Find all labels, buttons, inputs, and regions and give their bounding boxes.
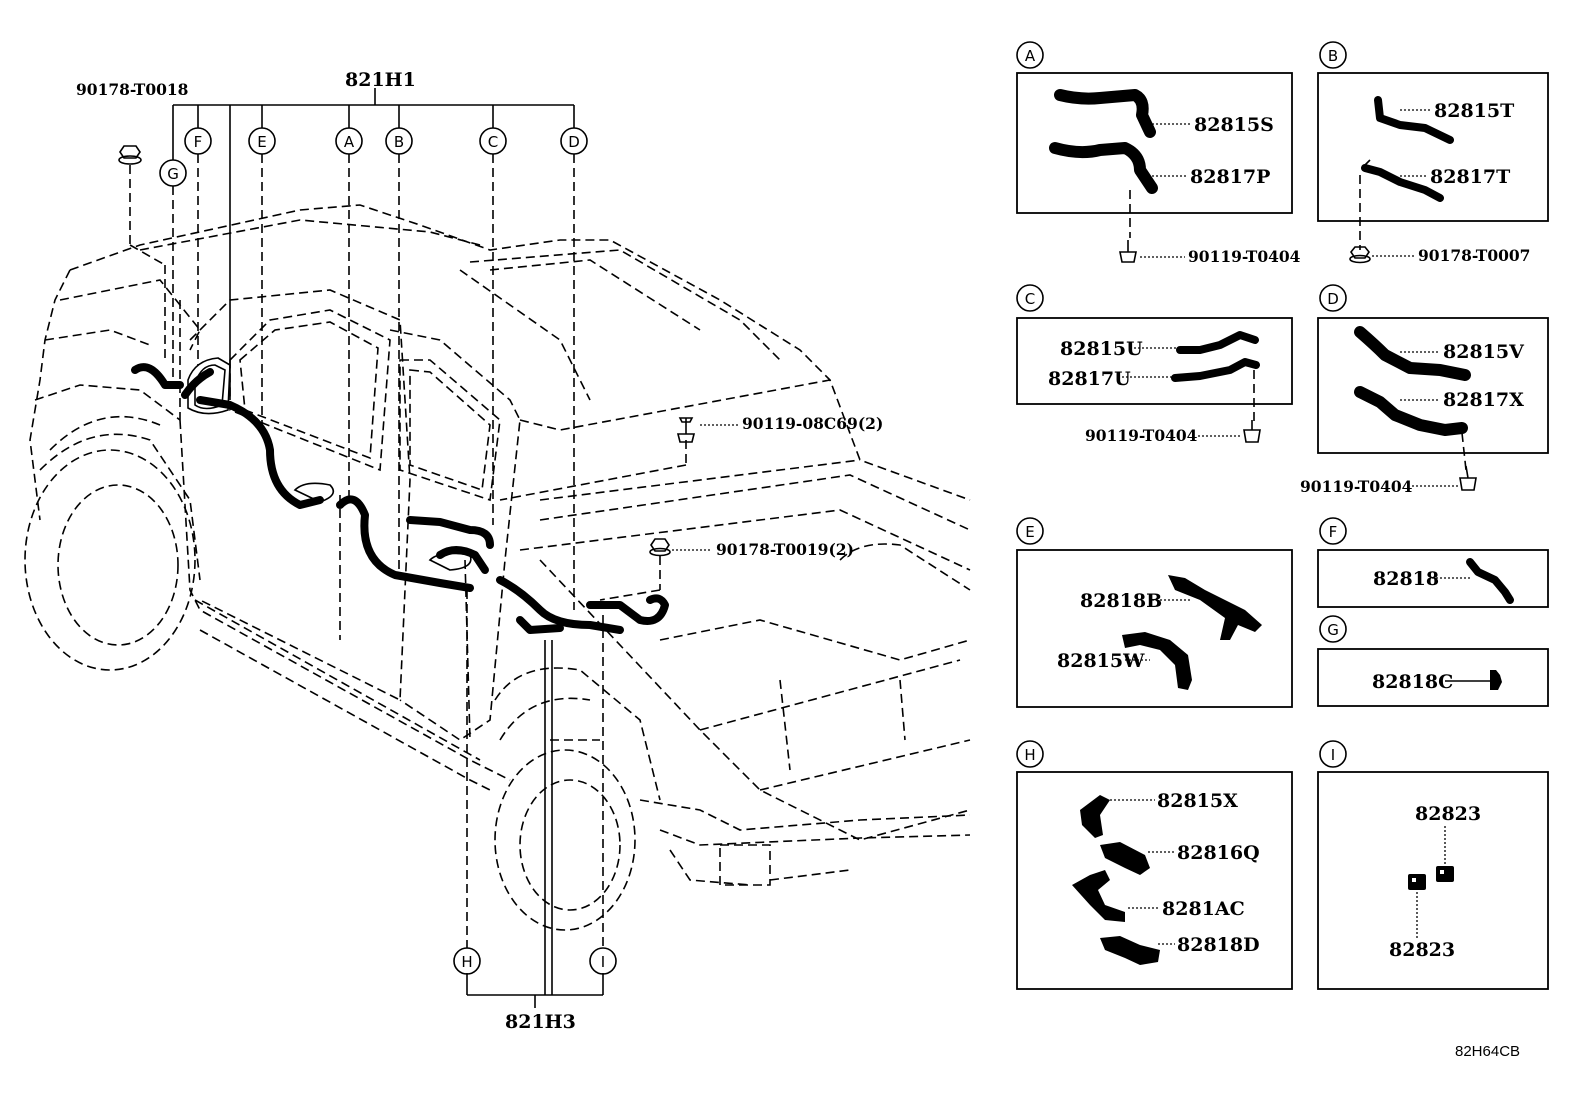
panel-c-fastener: 90119-T0404: [1085, 426, 1198, 445]
rear-door-handle: [428, 552, 472, 571]
nut-icon: [649, 538, 671, 557]
part-82818-shape: [1466, 558, 1514, 604]
svg-text:H: H: [461, 953, 472, 971]
panel-d-fastener: 90119-T0404: [1300, 477, 1413, 496]
mirror-bracket-outer: [187, 357, 231, 415]
part-82815s-shape: [1054, 89, 1156, 138]
panel-h-part-1: 82815X: [1157, 790, 1238, 812]
part-82815v-shape: [1354, 326, 1471, 381]
panel-e-part-1: 82818B: [1080, 590, 1162, 612]
panel-i-part-2: 82823: [1389, 939, 1455, 961]
diagram-code: 82H64CB: [1455, 1043, 1520, 1060]
fastener-label-right-upper: 90119-08C69(2): [742, 414, 883, 433]
panel-a-part-1: 82815S: [1194, 114, 1274, 136]
front-door-handle: [293, 482, 335, 503]
bolt-icon: [676, 417, 696, 443]
panel-b-fastener: 90178-T0007: [1418, 246, 1530, 265]
bolt-icon: [1243, 420, 1261, 443]
panel-g-part-1: 82818C: [1372, 671, 1453, 693]
panel-f: F 82818: [1317, 517, 1549, 608]
panel-c: C 82815U 82817U 90119-T0404: [1016, 284, 1293, 445]
clip-icon: [1408, 874, 1426, 890]
clip-icon: [1436, 866, 1454, 882]
panel-h-part-2: 82816Q: [1177, 842, 1260, 864]
part-82817p-shape: [1049, 142, 1158, 194]
panel-b-part-1: 82815T: [1434, 100, 1514, 122]
vehicle-outline: [24, 204, 971, 931]
bolt-icon: [1459, 465, 1477, 491]
svg-text:A: A: [344, 133, 355, 151]
panel-d: D 82815V 82817X 90119-T0404: [1300, 284, 1549, 496]
panel-e-part-2: 82815W: [1057, 650, 1145, 672]
callout-circle-f: F: [184, 127, 212, 155]
panel-g: G 82818C: [1317, 615, 1549, 707]
svg-text:H: H: [1024, 746, 1035, 764]
callout-circle-g: G: [159, 159, 187, 187]
part-82815u-shape: [1176, 331, 1259, 354]
panel-a: A 82815S 82817P 90119-T0404: [1016, 41, 1301, 266]
vehicle-harnesses: [131, 363, 669, 634]
callout-circle-c: C: [479, 127, 507, 155]
svg-text:I: I: [1331, 746, 1335, 764]
svg-text:F: F: [194, 133, 203, 151]
svg-text:A: A: [1025, 47, 1036, 65]
panel-h-part-3: 8281AC: [1162, 898, 1245, 920]
callout-circle-i: I: [589, 947, 617, 975]
panel-e: E 82818B 82815W: [1016, 517, 1293, 708]
svg-text:I: I: [601, 953, 605, 971]
panel-c-part-1: 82815U: [1060, 338, 1143, 360]
callout-circle-e: E: [248, 127, 276, 155]
panel-b: B 82815T 82817T 90178-T0007: [1317, 41, 1549, 265]
bolt-icon: [1119, 240, 1137, 263]
svg-text:D: D: [568, 133, 580, 151]
panel-f-part-1: 82818: [1373, 568, 1439, 590]
fastener-label-top-left: 90178-T0018: [76, 80, 188, 99]
svg-text:F: F: [1329, 523, 1338, 541]
top-callout-leaders: [129, 88, 687, 610]
bottom-assembly-label: 821H3: [505, 1011, 576, 1033]
panel-c-part-2: 82817U: [1048, 368, 1131, 390]
part-82818c-shape: [1490, 670, 1502, 690]
panel-i: I 82823 82823: [1317, 740, 1549, 990]
part-82818b-shape: [1168, 575, 1262, 640]
part-82815x-shape: [1080, 795, 1110, 838]
svg-text:G: G: [167, 165, 179, 183]
svg-text:E: E: [1025, 523, 1034, 541]
fastener-label-right-lower: 90178-T0019(2): [716, 540, 854, 559]
part-82817u-shape: [1171, 358, 1260, 382]
part-8281ac-shape: [1072, 870, 1125, 922]
callout-circle-h: H: [453, 947, 481, 975]
part-82815t-shape: [1374, 96, 1454, 144]
part-82817x-shape: [1354, 386, 1468, 436]
panel-i-part-1: 82823: [1415, 803, 1481, 825]
panel-a-fastener: 90119-T0404: [1188, 247, 1301, 266]
part-82816q-shape: [1100, 842, 1150, 875]
panel-b-part-2: 82817T: [1430, 166, 1510, 188]
svg-text:G: G: [1327, 621, 1339, 639]
panel-h: H 82815X 82816Q 8281AC 82818D: [1016, 740, 1293, 990]
nut-icon: [118, 145, 142, 165]
panel-d-part-1: 82815V: [1443, 341, 1525, 363]
svg-text:B: B: [394, 133, 404, 151]
callout-circle-d: D: [560, 127, 588, 155]
svg-text:C: C: [488, 133, 498, 151]
svg-text:B: B: [1328, 47, 1338, 65]
svg-text:E: E: [257, 133, 266, 151]
mirror-bracket: [194, 364, 226, 410]
top-assembly-label: 821H1: [345, 69, 416, 91]
part-82818d-shape: [1100, 936, 1160, 965]
nut-icon: [1349, 246, 1371, 264]
part-82817t-shape: [1361, 164, 1444, 202]
callout-circle-b: B: [385, 127, 413, 155]
panel-h-part-4: 82818D: [1177, 934, 1260, 956]
bottom-callout-leaders: [466, 590, 604, 1008]
callout-circle-a: A: [335, 127, 363, 155]
svg-text:C: C: [1025, 290, 1035, 308]
panel-d-part-2: 82817X: [1443, 389, 1524, 411]
panel-a-part-2: 82817P: [1190, 166, 1270, 188]
svg-text:D: D: [1327, 290, 1339, 308]
part-82815w-shape: [1122, 632, 1192, 690]
